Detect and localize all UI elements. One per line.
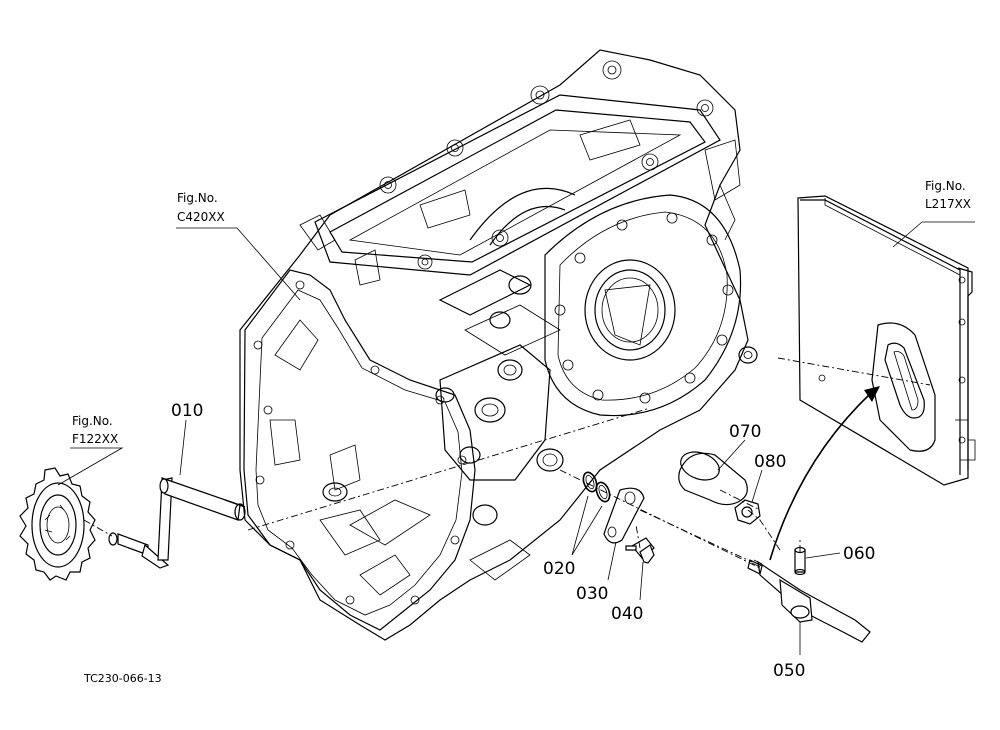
part-070-knob — [678, 451, 748, 506]
fig-ref-c420: Fig.No. C420XX — [177, 191, 225, 224]
fig-ref-code: C420XX — [177, 210, 225, 224]
part-label-030: 030 — [576, 584, 608, 604]
part-050-lever — [747, 559, 871, 643]
fig-ref-f122: Fig.No. F122XX — [72, 414, 118, 446]
assembly-center-lines — [83, 357, 931, 569]
fig-ref-l217: Fig.No. L217XX — [925, 179, 971, 211]
part-080-nut — [734, 499, 761, 525]
assembly-arrow — [769, 386, 880, 561]
part-label-050: 050 — [773, 661, 805, 681]
part-060-pin — [794, 546, 806, 576]
transmission-case — [239, 49, 758, 641]
part-label-080: 080 — [754, 452, 786, 472]
part-label-010: 010 — [171, 401, 203, 421]
gear-assembly — [19, 467, 96, 581]
fig-ref-code: L217XX — [925, 197, 971, 211]
fig-ref-label: Fig.No. — [925, 179, 966, 193]
fig-ref-code: F122XX — [72, 432, 118, 446]
part-020-o-rings — [582, 471, 611, 503]
part-label-020: 020 — [543, 559, 575, 579]
part-030-plate — [603, 487, 645, 544]
fig-ref-label: Fig.No. — [177, 191, 218, 205]
part-label-040: 040 — [611, 604, 643, 624]
leader-lines — [57, 221, 975, 655]
fig-ref-label: Fig.No. — [72, 414, 113, 428]
cover-panel-assembly — [797, 195, 976, 486]
part-label-060: 060 — [843, 544, 875, 564]
drawing-code: TC230-066-13 — [83, 672, 162, 685]
part-010-shaft — [108, 477, 246, 569]
part-040-bolt — [625, 537, 655, 564]
part-label-070: 070 — [729, 422, 761, 442]
